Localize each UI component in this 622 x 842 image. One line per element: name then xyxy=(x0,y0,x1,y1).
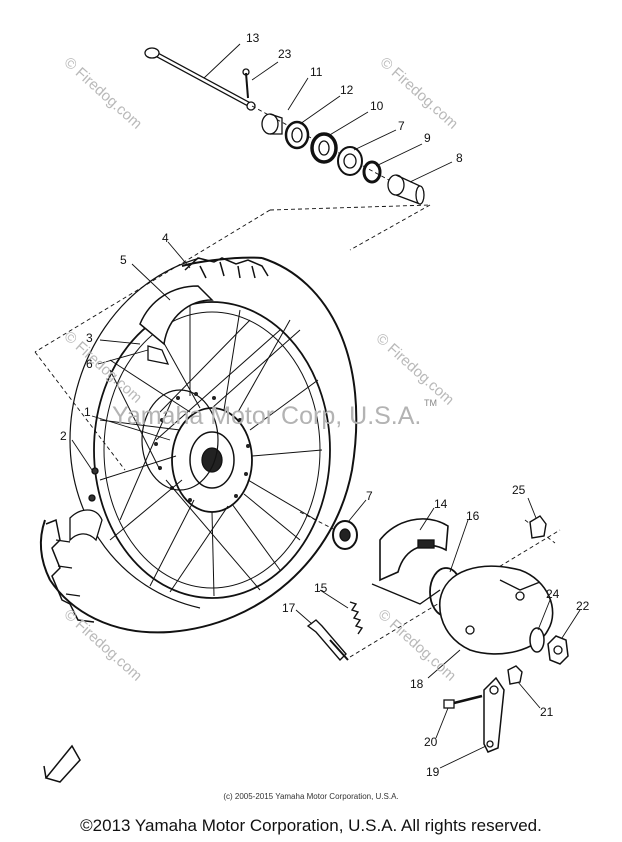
rim-band xyxy=(69,509,103,542)
callout-17: 17 xyxy=(282,601,296,615)
callout-14: 14 xyxy=(434,497,448,511)
watermark-yamaha: Yamaha Motor Corp, U.S.A. xyxy=(112,402,422,430)
bearing-7-lower xyxy=(332,520,358,550)
callout-1: 1 xyxy=(84,405,91,419)
callout-9: 9 xyxy=(424,131,431,145)
callout-18: 18 xyxy=(410,677,424,691)
callout-12: 12 xyxy=(340,83,354,97)
lever-nut xyxy=(507,665,523,685)
spring xyxy=(349,601,364,635)
front-arrow-icon xyxy=(43,744,81,783)
callout-6: 6 xyxy=(86,357,93,371)
small-copyright: (c) 2005-2015 Yamaha Motor Corporation, … xyxy=(223,792,399,801)
callout-11: 11 xyxy=(310,65,323,79)
axle xyxy=(144,47,256,111)
cam-lever xyxy=(483,676,505,753)
copyright-notice: ©2013 Yamaha Motor Corporation, U.S.A. A… xyxy=(80,816,542,835)
callout-21: 21 xyxy=(540,705,554,719)
brake-shoes xyxy=(371,518,449,605)
callout-20: 20 xyxy=(424,735,438,749)
circlip xyxy=(362,160,382,184)
bolt xyxy=(443,694,483,709)
cam-shaft xyxy=(306,619,349,662)
callout-25: 25 xyxy=(512,483,526,497)
bearing-10 xyxy=(310,132,338,164)
brake-plate xyxy=(438,565,554,655)
callout-3: 3 xyxy=(86,331,93,345)
callout-7-lower: 7 xyxy=(366,489,373,503)
oil-seal xyxy=(284,120,310,150)
inner-tube xyxy=(139,285,214,365)
callout-8: 8 xyxy=(456,151,463,165)
callout-2: 2 xyxy=(60,429,67,443)
callout-23: 23 xyxy=(278,47,292,61)
callout-7-top: 7 xyxy=(398,119,405,133)
spoke-nipples xyxy=(88,467,99,502)
trademark-mark: TM xyxy=(424,398,437,408)
callout-10: 10 xyxy=(370,99,384,113)
bearing-7-top xyxy=(337,146,363,176)
callout-13: 13 xyxy=(246,31,260,45)
leader-lines xyxy=(71,43,581,769)
tire xyxy=(39,256,358,634)
spokes xyxy=(99,306,323,597)
washer xyxy=(529,627,545,653)
callout-24: 24 xyxy=(546,587,560,601)
spacer xyxy=(261,113,283,135)
cotter-pin xyxy=(242,68,250,99)
callout-22: 22 xyxy=(576,599,590,613)
nut xyxy=(547,635,569,665)
callout-15: 15 xyxy=(314,581,328,595)
callout-4: 4 xyxy=(162,231,169,245)
callout-19: 19 xyxy=(426,765,440,779)
cap xyxy=(529,515,547,539)
callout-5: 5 xyxy=(120,253,127,267)
collar xyxy=(387,174,425,205)
callout-16: 16 xyxy=(466,509,480,523)
